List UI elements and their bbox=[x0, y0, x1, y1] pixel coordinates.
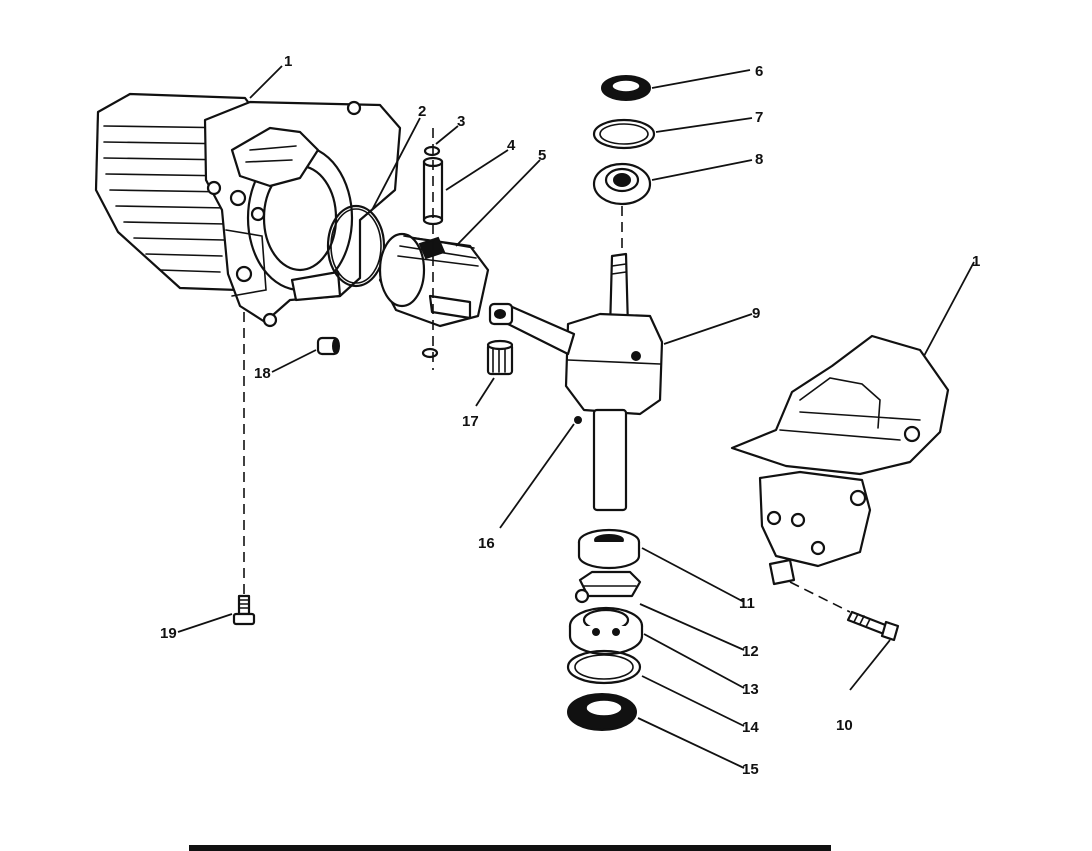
piston-pin-retainer bbox=[421, 145, 441, 359]
callout-7: 7 bbox=[755, 109, 763, 126]
bottom-cropped-caption-marks bbox=[189, 845, 831, 851]
ball-bearing-bottom bbox=[568, 606, 644, 656]
callout-2: 2 bbox=[418, 103, 426, 120]
piston bbox=[378, 232, 490, 328]
callout-19: 19 bbox=[160, 625, 177, 642]
screw-19 bbox=[232, 594, 256, 626]
callout-16: 16 bbox=[478, 535, 495, 552]
shim-washer-bottom bbox=[566, 649, 642, 685]
shim-washer-top bbox=[592, 118, 656, 150]
oil-seal-top bbox=[601, 75, 651, 101]
needle-bearing bbox=[486, 339, 514, 376]
callout-3: 3 bbox=[457, 113, 465, 130]
leader-lines bbox=[177, 65, 975, 769]
ball-bearing-top bbox=[592, 162, 652, 206]
callout-12: 12 bbox=[742, 643, 759, 660]
callout-8: 8 bbox=[755, 151, 763, 168]
piston-ring bbox=[326, 204, 386, 288]
spacer-11 bbox=[577, 528, 641, 570]
crankcase-cover-half bbox=[730, 334, 950, 586]
screw-10-axis bbox=[789, 581, 851, 613]
callout-9: 9 bbox=[752, 305, 760, 322]
callout-13: 13 bbox=[742, 681, 759, 698]
key-ball bbox=[574, 416, 582, 424]
callout-10: 10 bbox=[836, 717, 853, 734]
callout-labels: 1 1 2 3 4 5 6 7 8 9 10 11 12 13 14 15 16… bbox=[160, 53, 980, 778]
callout-1-right: 1 bbox=[972, 253, 980, 270]
callout-18: 18 bbox=[254, 365, 271, 382]
screw-10 bbox=[846, 610, 900, 642]
callout-15: 15 bbox=[742, 761, 759, 778]
crankshaft bbox=[488, 252, 664, 512]
callout-14: 14 bbox=[742, 719, 759, 736]
dowel-sleeve bbox=[316, 336, 340, 356]
callout-6: 6 bbox=[755, 63, 763, 80]
cylinder-crankcase-half bbox=[94, 92, 402, 328]
callout-4: 4 bbox=[507, 137, 516, 154]
callout-5: 5 bbox=[538, 147, 546, 164]
wave-washer-12 bbox=[574, 570, 642, 604]
callout-17: 17 bbox=[462, 413, 479, 430]
callout-1-left: 1 bbox=[284, 53, 292, 70]
oil-seal-bottom bbox=[567, 693, 637, 731]
callout-11: 11 bbox=[739, 595, 755, 612]
